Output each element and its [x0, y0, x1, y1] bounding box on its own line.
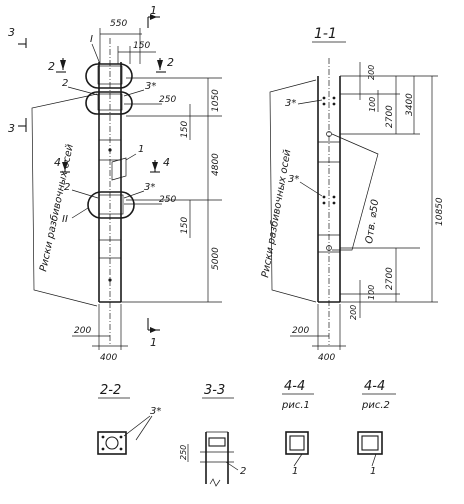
callout-2-upper: 2: [62, 78, 68, 89]
section-2-2: 2-2 3*: [97, 383, 161, 455]
view-1-1-title: 1-1: [314, 26, 337, 42]
cut-4-right-label: 4: [163, 156, 170, 169]
section-4-4-fig2: 4-4 рис.2 1: [357, 379, 396, 477]
cut-3-top-label: 3: [8, 26, 15, 39]
dims-right-right: 200 100 2700 3400 10850 2700 100 200: [340, 62, 445, 320]
node-2: II: [62, 191, 135, 225]
axis-note-right: Риски разбивочных осей: [259, 148, 293, 279]
section-4-4-fig1-title: 4-4: [284, 379, 305, 394]
dims-top-left: 550 150: [99, 19, 156, 64]
dim-2700-upper: 2700: [385, 105, 395, 128]
callout-1: 1: [138, 144, 144, 155]
right-view: 1-1 Риски разбивочных осей 3*: [259, 26, 445, 363]
cut-1-top-label: 1: [150, 4, 157, 17]
cut-2-marks: 2 2: [48, 56, 174, 73]
cut-2-right-label: 2: [167, 56, 174, 69]
section-3-3-callout: 2: [240, 466, 246, 477]
dims-right-left: 1050 4800 5000 150 250 150 250: [121, 77, 222, 303]
axis-mark-band-left: Риски разбивочных осей: [31, 93, 98, 307]
section-4-4-fig2-title: 4-4: [364, 379, 385, 394]
dim-550: 550: [110, 19, 127, 29]
dim-2700-lower: 2700: [385, 267, 395, 290]
dim-100-rt: 100: [368, 97, 377, 112]
dim-150-top: 150: [133, 41, 150, 51]
callout-2-lower: 2: [64, 182, 70, 193]
dims-bottom-right: 200 400: [290, 304, 346, 363]
dim-400-left: 400: [100, 353, 117, 363]
cut-3-left: 3 3: [8, 26, 27, 135]
section-4-4-fig1-sub: рис.1: [281, 400, 310, 411]
dim-5000: 5000: [211, 247, 221, 270]
dim-10850: 10850: [435, 197, 445, 226]
section-4-4-fig2-callout: 1: [370, 466, 376, 477]
dims-bottom-left: 200 400 1: [72, 304, 160, 363]
dim-100-rb: 100: [367, 285, 376, 300]
dim-200-right: 200: [292, 326, 309, 336]
section-3-3-dim: 250: [179, 445, 188, 460]
cut-2-left-label: 2: [48, 60, 55, 73]
section-2-2-title: 2-2: [100, 383, 121, 398]
section-4-4-fig1: 4-4 рис.1 1: [281, 379, 314, 477]
column-right: [317, 58, 341, 345]
left-view: 1 3 3 I: [8, 4, 222, 363]
dim-200-rt: 200: [367, 65, 376, 80]
node-1: I: [85, 34, 133, 115]
section-4-4-fig1-callout: 1: [292, 466, 298, 477]
dim-1050: 1050: [211, 89, 221, 112]
dim-3400: 3400: [405, 93, 415, 116]
dim-400-right: 400: [318, 353, 335, 363]
section-4-4-fig2-sub: рис.2: [361, 400, 390, 411]
dim-250-b: 250: [159, 195, 176, 205]
dim-4800: 4800: [211, 153, 221, 176]
callout-3-lower: 3*: [144, 182, 155, 193]
callout-3-right-lower: 3*: [288, 174, 299, 185]
dim-150-a: 150: [180, 121, 190, 138]
callout-3-right-upper: 3*: [285, 98, 296, 109]
section-3-3: 3-3 250 2: [179, 383, 246, 487]
axis-mark-band-right: Риски разбивочных осей: [259, 79, 317, 303]
callout-3-upper: 3*: [145, 81, 156, 92]
cut-3-bottom-label: 3: [8, 122, 15, 135]
cut-1-bottom-label: 1: [150, 336, 157, 349]
hole-note: Отв. ⌀50: [364, 199, 381, 245]
cut-1-top: 1: [147, 4, 160, 28]
dim-200-left: 200: [74, 326, 91, 336]
column-left: [98, 38, 122, 345]
node-2-label: II: [62, 214, 68, 225]
dim-150-b: 150: [180, 217, 190, 234]
section-3-3-title: 3-3: [204, 383, 225, 398]
cut-4-marks: 4 4: [54, 156, 170, 181]
cut-4-left-label: 4: [54, 156, 61, 169]
node-1-label: I: [90, 34, 93, 45]
dim-250-a: 250: [159, 95, 176, 105]
dim-200-rb: 200: [349, 305, 358, 320]
section-2-2-callout: 3*: [150, 406, 161, 417]
